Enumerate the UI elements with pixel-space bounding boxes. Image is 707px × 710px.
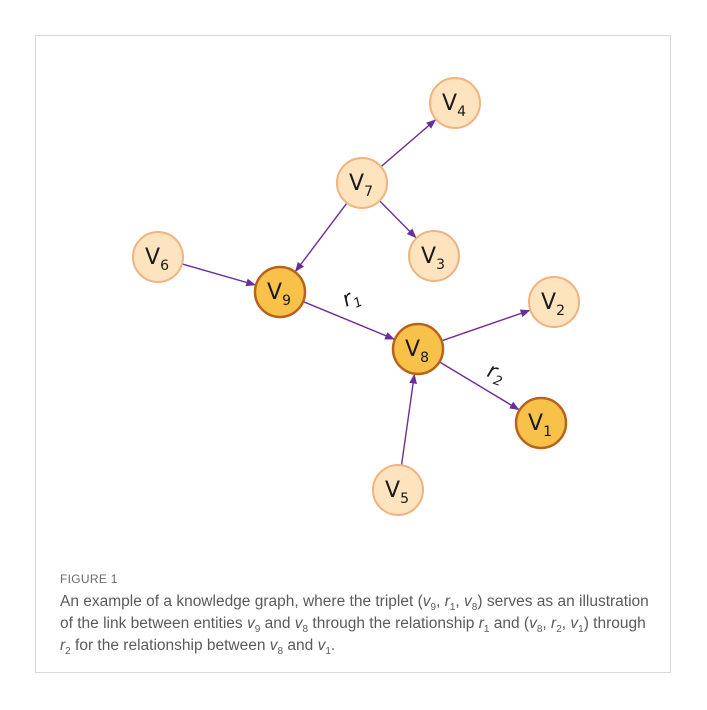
edge-v7-v4 [380, 119, 437, 168]
caption-fragment: ) through [583, 615, 646, 632]
caption-fragment: and [260, 615, 295, 632]
node-v6: V6 [132, 231, 184, 283]
node-v7: V7 [336, 157, 388, 209]
caption-fragment: ) serves as an illustration of the link … [60, 593, 649, 632]
node-circle [408, 230, 460, 282]
node-circle [528, 276, 580, 328]
caption-italic: r [551, 615, 557, 632]
node-circle [336, 157, 388, 209]
caption-italic: v [422, 593, 431, 610]
node-label: V4 [442, 91, 466, 120]
edge-v7-v9 [295, 202, 348, 273]
node-circle [372, 464, 424, 516]
edge-v5-v8 [400, 373, 417, 466]
node-v3: V3 [408, 230, 460, 282]
caption-fragment: . [330, 637, 336, 654]
caption-subscript: 1 [325, 646, 331, 658]
node-v9: V9 [253, 265, 307, 319]
caption-subscript: 8 [471, 602, 478, 614]
edge-v7-v3 [379, 200, 417, 239]
caption-italic: v [317, 637, 326, 654]
caption-italic: r [478, 615, 484, 632]
node-v8: V8 [391, 322, 445, 376]
node-circle [514, 396, 568, 450]
caption-fragment: An example of a knowledge graph, where t… [60, 593, 423, 610]
node-v2: V2 [528, 276, 580, 328]
caption-italic: v [464, 593, 472, 610]
node-label: V6 [145, 245, 169, 274]
caption-italic: v [246, 615, 255, 632]
caption-fragment: and ( [489, 615, 530, 632]
caption-subscript: 2 [556, 624, 562, 636]
edge-v6-v9 [181, 263, 256, 287]
caption-subscript: 2 [65, 646, 71, 658]
caption-italic: r [60, 637, 66, 654]
caption-fragment: , [436, 593, 445, 610]
caption-fragment: , [561, 615, 571, 632]
caption-italic: r [444, 593, 450, 610]
figure-frame [35, 35, 671, 673]
caption-subscript: 9 [254, 624, 261, 636]
caption-italic: v [294, 615, 303, 632]
caption-italic: v [269, 637, 278, 654]
node-label: V9 [267, 280, 291, 309]
caption-italic: v [570, 615, 579, 632]
caption-subscript: 1 [449, 602, 456, 614]
node-label: V3 [421, 244, 445, 273]
node-circle [253, 265, 307, 319]
caption-fragment: through the relationship [308, 615, 479, 632]
node-circle [429, 77, 481, 129]
node-circle [132, 231, 184, 283]
caption-subscript: 1 [578, 624, 584, 636]
relation-label-r2: r2 [483, 358, 508, 390]
edge-v8-v1 [439, 361, 520, 411]
node-label: V5 [385, 478, 409, 507]
caption-subscript: 9 [430, 602, 437, 614]
node-circle [391, 322, 445, 376]
caption-fragment: , [455, 593, 465, 610]
node-label: V8 [405, 337, 429, 366]
node-label: V2 [541, 290, 565, 319]
node-label: V7 [349, 171, 373, 200]
edge-v8-v2 [441, 309, 531, 342]
edge-v9-v8 [302, 300, 395, 340]
caption-fragment: and [283, 637, 318, 654]
caption-subscript: 1 [483, 624, 490, 636]
caption-italic: v [529, 615, 537, 632]
caption-subscript: 8 [302, 624, 309, 636]
edges-layer [181, 119, 531, 466]
figure-caption: An example of a knowledge graph, where t… [60, 591, 650, 657]
node-v1: V1 [514, 396, 568, 450]
node-v5: V5 [372, 464, 424, 516]
caption-fragment: , [542, 615, 552, 632]
relation-label-r1: r1 [338, 283, 365, 315]
caption-fragment: for the relationship between [70, 637, 270, 654]
node-label: V1 [528, 411, 552, 440]
figure-label: FIGURE 1 [60, 572, 118, 586]
caption-subscript: 8 [536, 624, 543, 636]
node-v4: V4 [429, 77, 481, 129]
caption-subscript: 8 [277, 646, 284, 658]
